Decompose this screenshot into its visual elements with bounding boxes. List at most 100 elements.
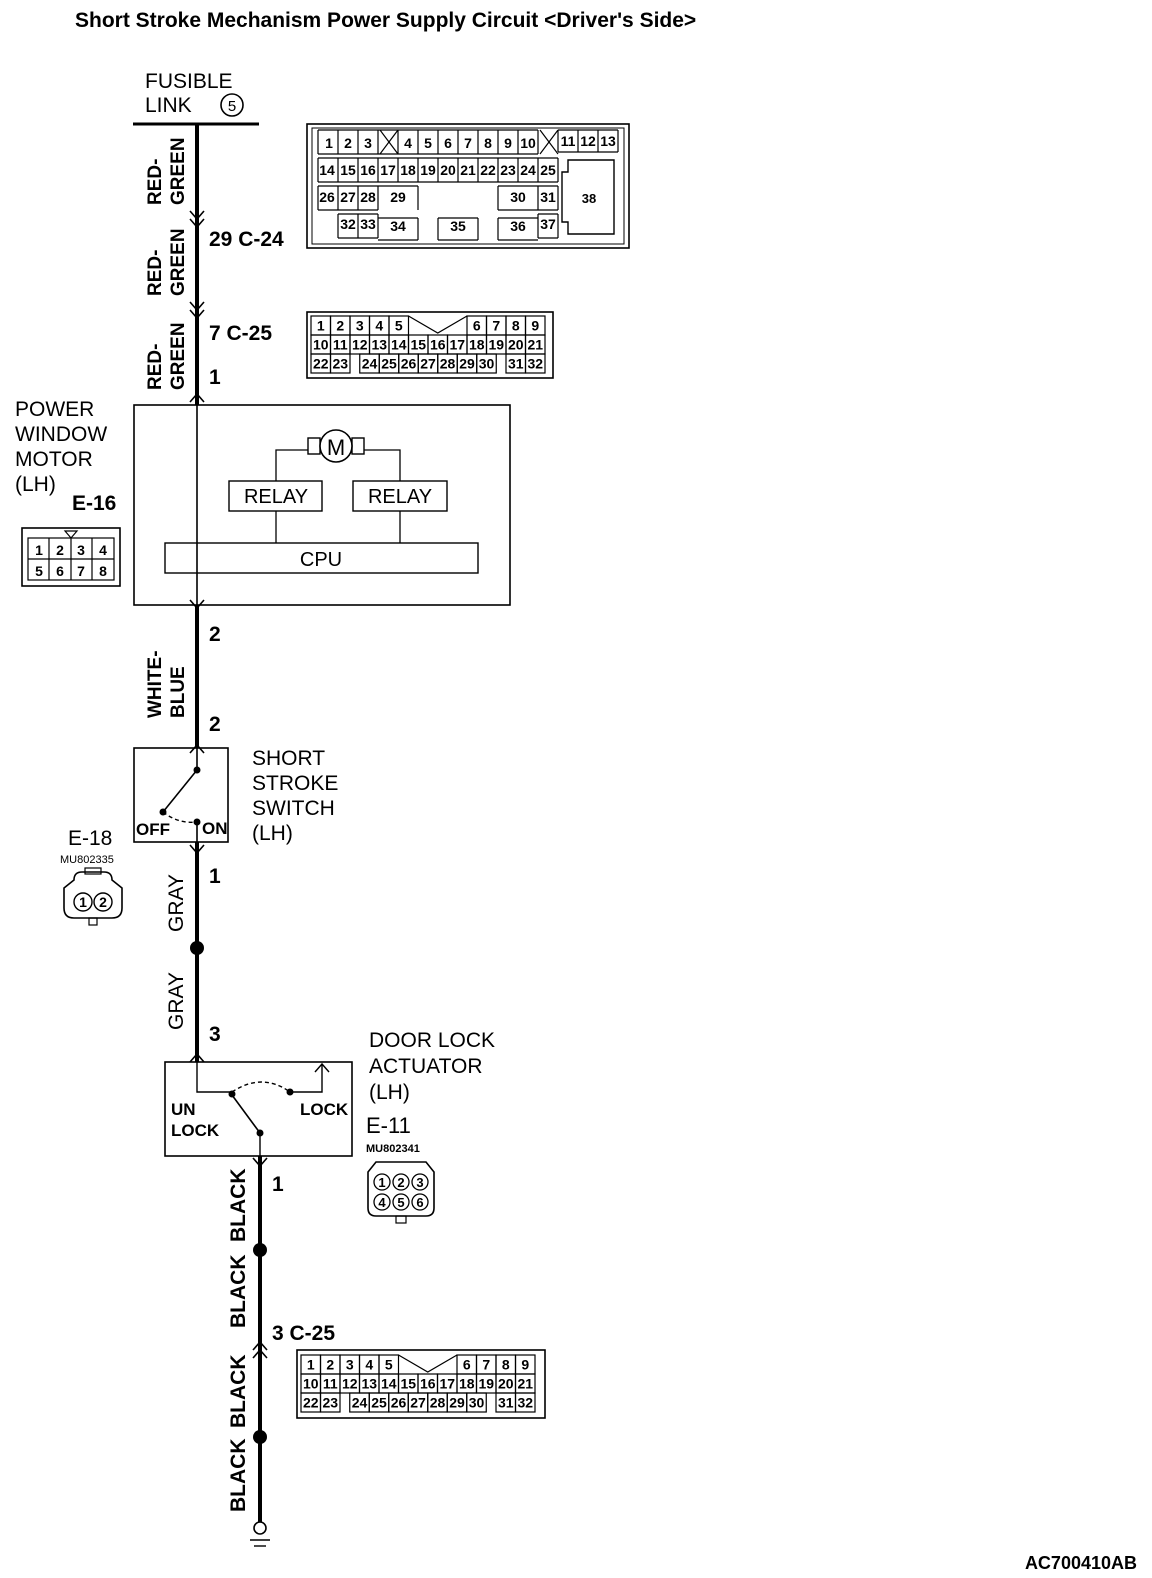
figure-code: AC700410AB [1025, 1553, 1137, 1573]
c24-pin: 11 [561, 133, 576, 149]
fusible-link-number: 5 [228, 98, 236, 115]
c25-pin: 13 [361, 1376, 377, 1392]
actuator-label-2: ACTUATOR [369, 1055, 483, 1078]
c25-pin: 18 [459, 1376, 475, 1392]
wire-color-black-2: BLACK [227, 1255, 250, 1329]
switch-label-4: (LH) [252, 822, 293, 845]
c24-pin: 6 [444, 135, 452, 151]
e16-pin: 6 [56, 563, 64, 579]
c24-pin: 1 [325, 135, 333, 151]
e18-part-number: MU802335 [60, 854, 114, 866]
c24-pin: 19 [420, 162, 436, 178]
c24-pin: 10 [520, 135, 536, 151]
c25-pin: 12 [342, 1376, 358, 1392]
e16-pin: 3 [77, 542, 85, 558]
c25-pin: 27 [420, 356, 436, 372]
c24-pin: 8 [484, 135, 492, 151]
c25-pin: 16 [430, 337, 446, 353]
c24-pin: 20 [440, 162, 456, 178]
c25-pin: 7 [482, 1357, 490, 1373]
motor-connector-id: E-16 [72, 492, 116, 515]
c25-pin: 19 [488, 337, 504, 353]
c24-pin-38: 38 [582, 191, 596, 206]
wire-chevrons [189, 210, 268, 1359]
pin-label-c24: 29 C-24 [209, 228, 284, 251]
c25-pin: 18 [469, 337, 485, 353]
e18-pin: 2 [99, 894, 107, 910]
c25-pin: 24 [352, 1395, 368, 1411]
c25-pin: 8 [502, 1357, 510, 1373]
c25-pin: 31 [508, 356, 524, 372]
motor-label-1: POWER [15, 398, 94, 421]
c25-pin: 24 [362, 356, 378, 372]
c25-pin: 17 [449, 337, 465, 353]
c25-pin: 11 [333, 337, 348, 353]
wire-color-red-green-3: RED- [145, 344, 166, 390]
c24-pin: 32 [340, 216, 356, 232]
wire-color-red-green-3b: GREEN [168, 322, 189, 390]
splice-dot [253, 1430, 267, 1444]
e11-pin: 6 [416, 1195, 423, 1210]
wire-color-black-3: BLACK [227, 1355, 250, 1429]
c24-pin: 25 [540, 162, 556, 178]
switch-off-label: OFF [136, 820, 170, 839]
wire-color-red-green-2b: GREEN [168, 228, 189, 296]
motor-label-2: WINDOW [15, 423, 107, 446]
actuator-unlock-label-1: UN [171, 1100, 196, 1119]
c25-pin: 15 [400, 1376, 416, 1392]
pin-label-actuator-out: 1 [272, 1173, 284, 1196]
pin-label-motor-in: 1 [209, 366, 221, 389]
fusible-link-label: FUSIBLE [145, 70, 233, 93]
c25-pin: 23 [322, 1395, 338, 1411]
pin-label-switch-out: 1 [209, 865, 221, 888]
e11-pin: 4 [378, 1195, 386, 1210]
c25-pin: 1 [307, 1357, 315, 1373]
e16-pin: 2 [56, 542, 64, 558]
wire-color-black-4: BLACK [227, 1439, 250, 1513]
c25-pin: 10 [313, 337, 329, 353]
e18-connector [63, 867, 123, 926]
c25-pin: 14 [391, 337, 407, 353]
ground-symbol [250, 1521, 270, 1547]
c25-pin: 26 [401, 356, 417, 372]
c25-pin: 26 [391, 1395, 407, 1411]
switch-label-1: SHORT [252, 747, 325, 770]
c24-pin: 31 [540, 189, 556, 205]
c25-pin: 8 [512, 318, 520, 334]
c25-pin: 9 [531, 318, 539, 334]
wire-color-white-blue-b: BLUE [168, 666, 189, 718]
c24-pin: 36 [510, 218, 526, 234]
c25-pin: 7 [492, 318, 500, 334]
c24-pin: 5 [424, 135, 432, 151]
e11-connector [367, 1161, 435, 1224]
wire-color-gray-1: GRAY [165, 874, 188, 932]
c24-pin: 2 [344, 135, 352, 151]
switch-on-label: ON [202, 819, 228, 838]
c24-pin: 29 [390, 189, 406, 205]
pin-label-motor-out: 2 [209, 623, 221, 646]
c25-pin: 2 [326, 1357, 334, 1373]
e16-pin: 4 [99, 542, 107, 558]
wire-color-gray-2: GRAY [165, 972, 188, 1030]
c25-pin: 6 [463, 1357, 471, 1373]
pin-label-switch-in: 2 [209, 713, 221, 736]
c25-pin: 1 [317, 318, 325, 334]
relay-1-label: RELAY [244, 486, 308, 508]
door-lock-actuator [164, 1061, 353, 1157]
c24-pin: 17 [380, 162, 396, 178]
c24-pin: 15 [340, 162, 356, 178]
e16-pin: 8 [99, 563, 107, 579]
diagram-title: Short Stroke Mechanism Power Supply Circ… [75, 9, 696, 32]
c25-pin: 23 [332, 356, 348, 372]
c24-pin: 33 [360, 216, 376, 232]
c25-pin: 2 [336, 318, 344, 334]
c24-pin: 30 [510, 189, 526, 205]
c24-pin: 28 [360, 189, 376, 205]
c25-pin: 19 [478, 1376, 494, 1392]
wire-color-red-green-1: RED- [145, 159, 166, 205]
actuator-label-1: DOOR LOCK [369, 1029, 495, 1052]
c24-pin: 4 [404, 135, 412, 151]
c25-pin: 4 [375, 318, 383, 334]
c24-pin: 37 [540, 216, 556, 232]
